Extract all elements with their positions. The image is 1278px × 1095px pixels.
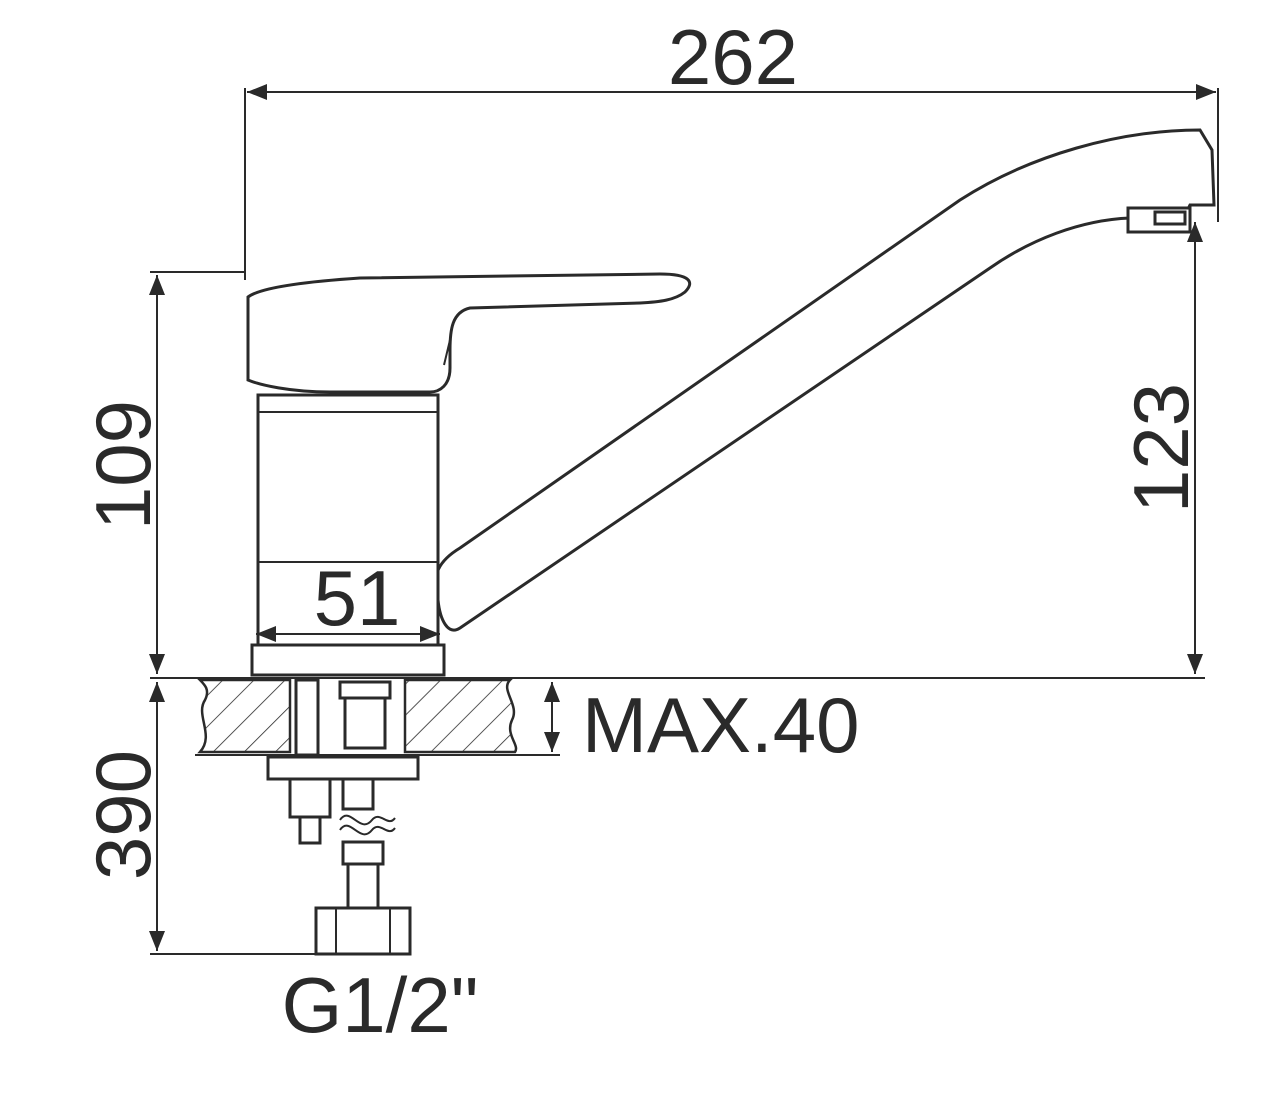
dimension-overall-length: 262 [244,13,1219,280]
hose-lower [346,862,380,910]
valve-body [256,393,440,647]
label-max40: MAX.40 [582,681,859,769]
counter-hatch-left [196,678,292,754]
countertop-section: MAX.40 [195,678,859,769]
hose-break-mark-1 [339,814,396,826]
mounting-plate [266,755,420,781]
dimension-spout-height: 123 [1117,222,1205,674]
label-thread: G1/2" [282,961,479,1049]
mounting-stud [294,678,320,757]
aerator-slot [1153,210,1187,226]
counter-hatch-right [403,678,518,754]
dimension-body-height: 109 [79,271,245,674]
label-123: 123 [1117,383,1205,513]
hose-upper [341,777,375,811]
dimension-hose-length: 390 [79,682,316,955]
base-plate [250,643,446,677]
label-262: 262 [668,13,798,101]
spout [433,128,1216,632]
label-109: 109 [79,400,167,530]
hose-break-mark-2 [339,824,396,836]
mounting-assembly [266,678,420,956]
hose-nut-top [338,680,392,700]
hose-connector [343,696,387,750]
faucet-body: 51 [246,128,1216,677]
mounting-nut [288,777,332,819]
lever-handle [246,272,692,394]
label-51: 51 [314,554,401,642]
lever-edge [443,339,451,366]
hose-crimp [341,840,385,866]
stud-end [298,815,322,845]
hose-hex-nut [314,906,412,956]
label-390: 390 [79,750,167,880]
